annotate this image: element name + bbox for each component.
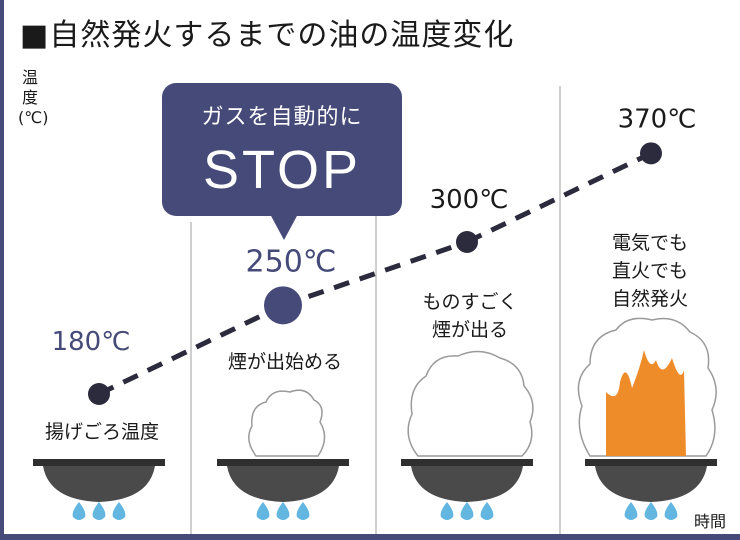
pan-bowl	[43, 466, 155, 502]
stage-caption-spontaneous-ignition: 電気でも 直火でも 自然発火	[570, 229, 730, 313]
callout-stop-text: STOP	[202, 140, 362, 200]
caption-line: 煙が出る	[431, 319, 508, 341]
frame-left-bar	[0, 0, 4, 540]
series-segment	[97, 303, 285, 397]
data-labels: 180℃ 250℃ 300℃ 370℃	[52, 104, 697, 357]
frame-bottom-bar	[0, 534, 740, 540]
gas-flame-icon	[664, 502, 678, 520]
caption-line: 電気でも	[611, 232, 688, 254]
page-title: ■自然発火するまでの油の温度変化	[20, 18, 515, 53]
gas-flame-icon	[644, 502, 658, 520]
stop-callout: ガスを自動的に STOP	[162, 83, 402, 216]
stage-caption-smoke-begins: 煙が出始める	[227, 351, 342, 373]
stage-dividers	[190, 86, 561, 534]
x-axis-label: 時間	[694, 512, 727, 531]
data-label: 300℃	[430, 185, 509, 215]
series-line	[97, 151, 653, 397]
data-label: 370℃	[618, 104, 697, 134]
data-label: 180℃	[52, 327, 131, 357]
gas-flame-icon	[480, 502, 494, 520]
data-points	[88, 142, 662, 405]
caption-line: 直火でも	[611, 260, 688, 282]
pan-rim	[33, 459, 165, 466]
gas-flame-icon	[112, 502, 126, 520]
pan-bowl	[595, 466, 707, 502]
illustrations	[33, 317, 717, 520]
caption-line: 自然発火	[611, 288, 688, 310]
callout-subtitle: ガスを自動的に	[201, 105, 363, 130]
stage-caption-frying-temp: 揚げごろ温度	[44, 421, 159, 443]
gas-flame-icon	[256, 502, 270, 520]
gas-flame-icon	[440, 502, 454, 520]
caption-line: ものすごく	[422, 291, 518, 313]
pan-rim	[585, 459, 717, 466]
data-point	[640, 142, 662, 165]
gas-flame-icon	[460, 502, 474, 520]
data-point	[456, 231, 478, 253]
stage-caption-heavy-smoke: ものすごく 煙が出る	[390, 288, 550, 344]
y-axis-label-line: (℃)	[18, 108, 49, 127]
smoke-cloud-icon	[407, 350, 534, 457]
data-point-highlighted	[264, 286, 302, 325]
gas-flame-icon	[92, 502, 106, 520]
smoke-cloud-icon	[248, 389, 326, 457]
pan-bowl	[411, 466, 523, 502]
y-axis-label: 温 度 (℃)	[18, 68, 49, 128]
y-axis-label-line: 温	[21, 68, 38, 87]
data-point	[88, 383, 110, 405]
data-label: 250℃	[246, 244, 337, 279]
fire-icon	[606, 350, 686, 456]
y-axis-label-line: 度	[21, 88, 38, 107]
gas-flame-icon	[624, 502, 638, 520]
pan-rim	[217, 459, 349, 466]
callout-pointer	[270, 214, 298, 240]
gas-flame-icon	[276, 502, 290, 520]
series-segment	[465, 151, 653, 245]
gas-flame-icon	[296, 502, 310, 520]
pan-rim	[401, 459, 533, 466]
pan-bowl	[227, 466, 339, 502]
series-segment	[282, 239, 468, 308]
gas-flame-icon	[72, 502, 86, 520]
